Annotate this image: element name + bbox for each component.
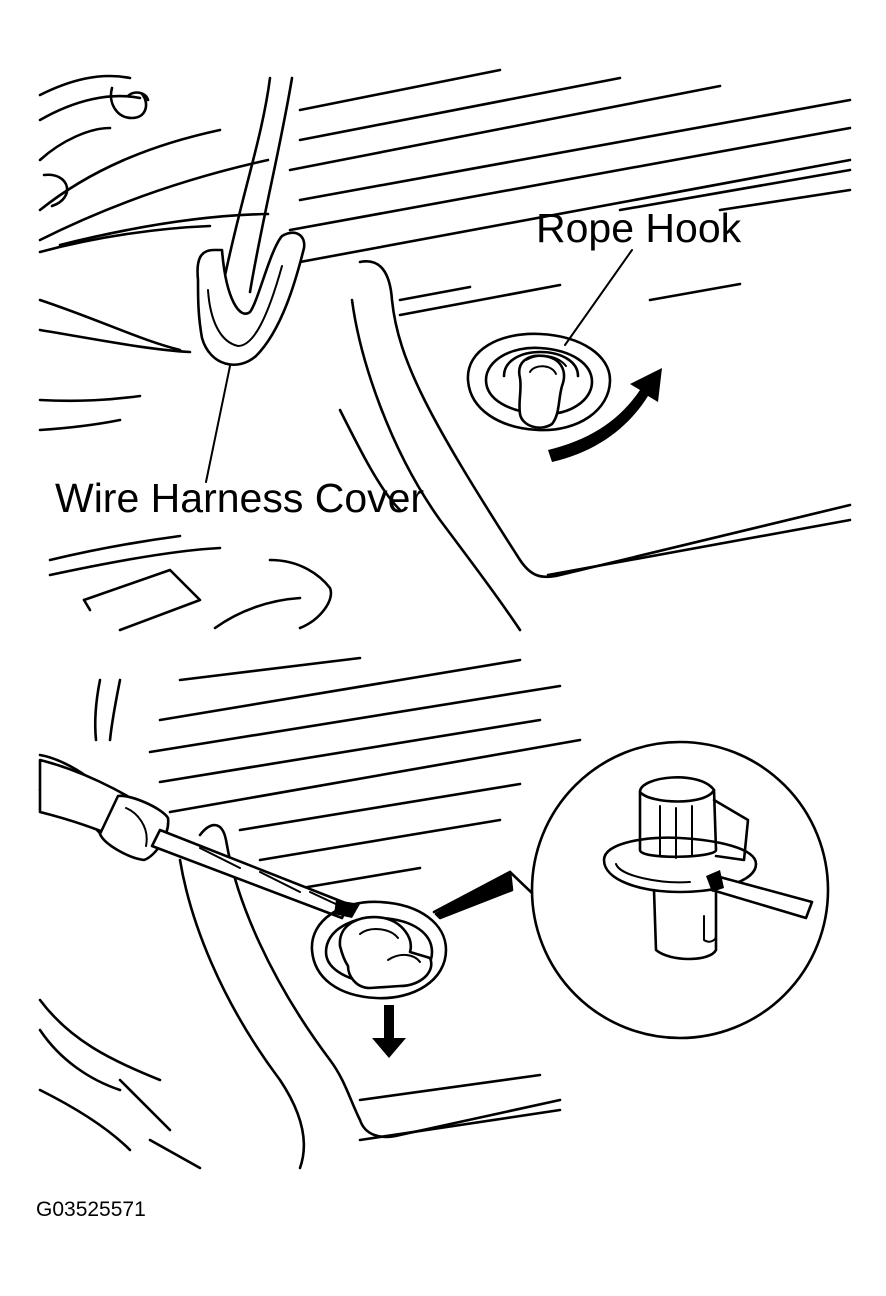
top-panel: Rope Hook Wire Harness Cover <box>38 68 852 632</box>
wire-harness-leader <box>205 365 231 483</box>
pull-down-arrow <box>372 1005 406 1058</box>
screwdriver <box>38 753 360 920</box>
detail-inset <box>432 740 830 1040</box>
rotate-arrow <box>548 368 662 462</box>
rope-hook-top <box>466 249 662 462</box>
wire-harness-cover-label: Wire Harness Cover <box>55 475 424 521</box>
top-sill-lines <box>38 298 522 632</box>
top-trim-lines <box>38 74 270 254</box>
bottom-panel: G03525571 <box>36 656 830 1221</box>
figure-id: G03525571 <box>36 1198 146 1221</box>
rope-hook-bottom <box>310 900 448 1058</box>
wire-harness-cover-shape <box>196 231 306 366</box>
wire-harness <box>196 76 306 366</box>
top-floor-lines <box>288 68 852 579</box>
bottom-floor-lines <box>38 656 582 1170</box>
rope-hook-label: Rope Hook <box>536 205 742 251</box>
